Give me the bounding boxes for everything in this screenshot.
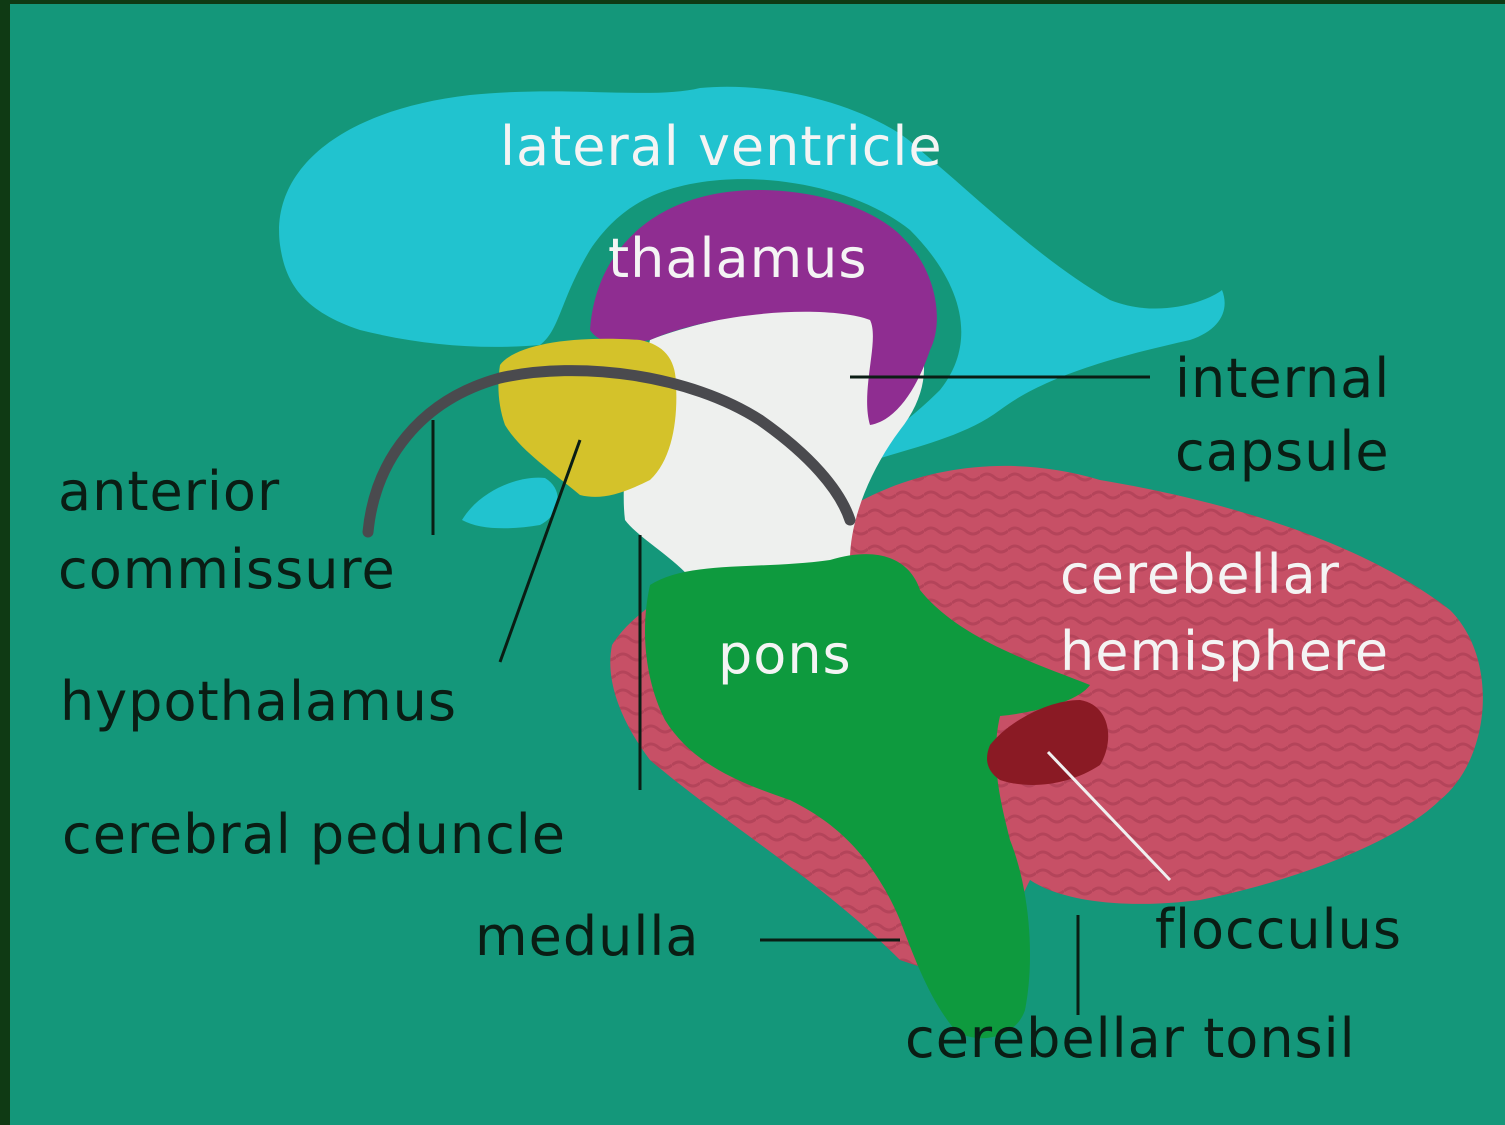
label-pons: pons (718, 628, 852, 682)
label-cerebral-peduncle: cerebral peduncle (62, 808, 566, 862)
label-flocculus: flocculus (1155, 903, 1402, 957)
label-internal-capsule-line2: capsule (1175, 425, 1390, 479)
label-cerebellar-hemisphere-line1: cerebellar (1060, 548, 1340, 602)
label-anterior-commissure-line2: commissure (58, 543, 396, 597)
label-thalamus: thalamus (608, 232, 868, 286)
label-cerebellar-tonsil: cerebellar tonsil (905, 1012, 1356, 1066)
label-medulla: medulla (475, 910, 699, 964)
label-anterior-commissure-line1: anterior (58, 465, 280, 519)
label-hypothalamus: hypothalamus (60, 675, 457, 729)
label-lateral-ventricle: lateral ventricle (500, 120, 943, 174)
label-cerebellar-hemisphere-line2: hemisphere (1060, 625, 1389, 679)
label-internal-capsule-line1: internal (1175, 352, 1390, 406)
